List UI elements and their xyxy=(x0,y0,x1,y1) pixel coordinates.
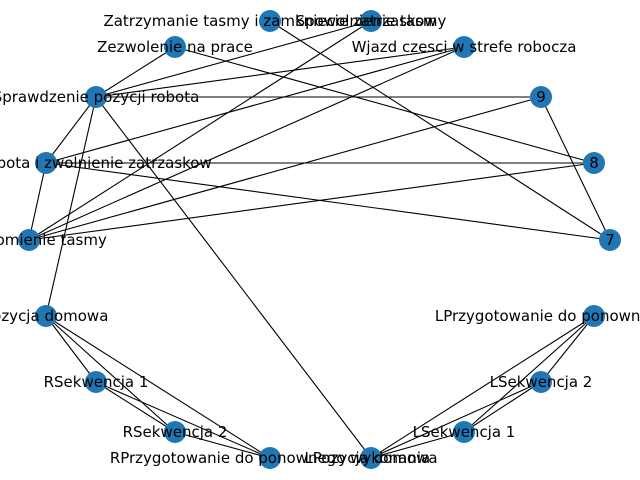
node-label-rsek2: RSekwencja 2 xyxy=(123,423,228,441)
edge-wjazd-uruchomienie xyxy=(28,46,465,241)
edge-n8-uruchomienie xyxy=(28,162,595,241)
edge-zezwolenie-sprawdzenie xyxy=(95,46,176,98)
node-lprzyg xyxy=(583,305,605,327)
edge-zezwolenie-n8 xyxy=(174,46,595,164)
edge-rsek1-rsek2 xyxy=(95,381,176,433)
edge-pozycja-rprzyg xyxy=(45,315,271,459)
edge-spowolnienie-sprawdzenie xyxy=(95,20,372,98)
node-uruchomienie xyxy=(18,229,40,251)
node-sprawdzenie xyxy=(85,86,107,108)
node-label-koniec: Koniec prace robota i zwolnienie zatrzas… xyxy=(0,154,212,172)
node-label-pozycja: Pozycja domowa xyxy=(0,307,108,325)
node-layer xyxy=(18,10,621,469)
node-label-n7: 7 xyxy=(605,231,615,249)
node-label-lsek2: LSekwencja 2 xyxy=(490,373,593,391)
node-label-lprzyg: LPrzygotowanie do ponownego wykonania xyxy=(435,307,640,325)
node-label-n9: 9 xyxy=(536,88,546,106)
edge-lprzyg-lpozycja xyxy=(370,315,595,459)
node-koniec xyxy=(35,152,57,174)
node-lsek1 xyxy=(453,421,475,443)
edge-sprawdzenie-pozycja xyxy=(45,96,97,317)
node-label-rprzyg: RPrzygotowanie do ponownego wykonania xyxy=(110,449,430,467)
node-rprzyg xyxy=(259,447,281,469)
node-wjazd xyxy=(453,36,475,58)
edge-rsek2-rprzyg xyxy=(174,431,271,459)
edge-lprzyg-lsek2 xyxy=(540,315,595,383)
label-layer: Zatrzymanie tasmy i zamkniecie zatrzasko… xyxy=(0,12,640,467)
edge-pozycja-rsek2 xyxy=(45,315,176,433)
node-n8 xyxy=(583,152,605,174)
edge-rsek1-rprzyg xyxy=(95,381,271,459)
edge-wjazd-koniec xyxy=(45,46,465,164)
node-lsek2 xyxy=(530,371,552,393)
node-label-rsek1: RSekwencja 1 xyxy=(44,373,149,391)
edge-zatrzymanie-n7 xyxy=(269,20,611,241)
edge-koniec-uruchomienie xyxy=(28,162,47,241)
edge-n9-n7 xyxy=(540,96,611,241)
edge-lsek1-lpozycja xyxy=(370,431,465,459)
edge-sprawdzenie-lpozycja xyxy=(95,96,372,459)
node-n9 xyxy=(530,86,552,108)
node-label-zezwolenie: Zezwolenie na prace xyxy=(97,38,253,56)
node-zatrzymanie xyxy=(259,10,281,32)
node-lpozycja xyxy=(360,447,382,469)
edge-lsek2-lsek1 xyxy=(463,381,542,433)
node-label-spowolnienie: Spowolnienie tasmy xyxy=(296,12,447,30)
node-label-uruchomienie: Uruchomienie tasmy xyxy=(0,231,107,249)
edge-n9-uruchomienie xyxy=(28,96,542,241)
edge-pozycja-rsek1 xyxy=(45,315,97,383)
node-rsek1 xyxy=(85,371,107,393)
edge-layer xyxy=(28,20,611,459)
node-pozycja xyxy=(35,305,57,327)
edge-spowolnienie-uruchomienie xyxy=(28,20,372,241)
edge-lsek2-lpozycja xyxy=(370,381,542,459)
node-zezwolenie xyxy=(164,36,186,58)
edge-sprawdzenie-koniec xyxy=(45,96,97,164)
node-label-lpozycja: LPozycja domowa xyxy=(304,449,437,467)
node-label-n8: 8 xyxy=(589,154,599,172)
node-label-sprawdzenie: Sprawdzenie pozycji robota xyxy=(0,88,199,106)
node-label-zatrzymanie: Zatrzymanie tasmy i zamkniecie zatrzasko… xyxy=(103,12,436,30)
node-label-wjazd: Wjazd czesci w strefe robocza xyxy=(352,38,577,56)
node-label-lsek1: LSekwencja 1 xyxy=(413,423,516,441)
node-spowolnienie xyxy=(360,10,382,32)
node-n7 xyxy=(599,229,621,251)
edge-lprzyg-lsek1 xyxy=(463,315,595,433)
edge-wjazd-sprawdzenie xyxy=(95,46,465,98)
node-rsek2 xyxy=(164,421,186,443)
edge-koniec-n7 xyxy=(45,162,611,241)
